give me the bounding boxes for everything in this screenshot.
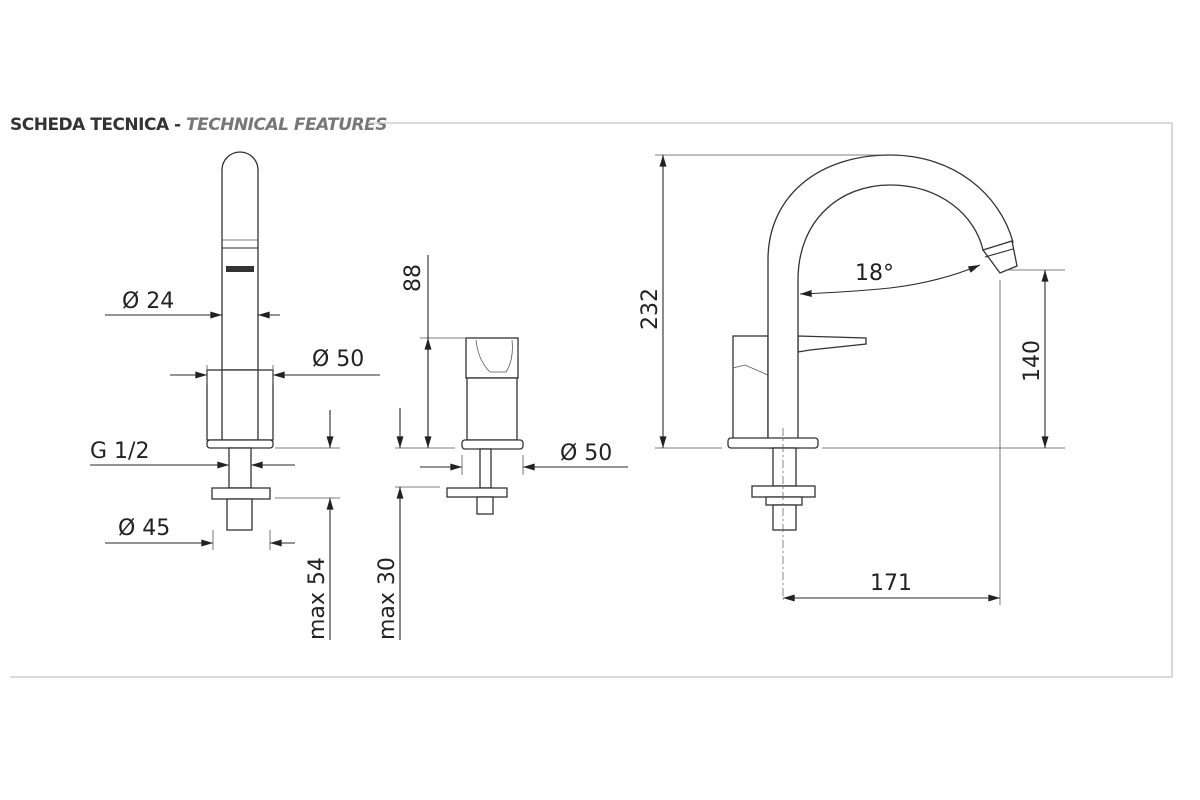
side-view: 232 18° 140 171 (638, 154, 1065, 605)
dim-outlet-height: 140 (1020, 340, 1045, 382)
dim-mixer-max-thickness: max 30 (375, 557, 400, 640)
dim-body-diameter: Ø 50 (312, 347, 364, 372)
frame-border (10, 122, 1173, 678)
dim-thread: G 1/2 (90, 439, 149, 464)
dim-mixer-height: 88 (401, 264, 426, 292)
dim-mixer-diameter: Ø 50 (560, 441, 612, 466)
header-title: SCHEDA TECNICA - TECHNICAL FEATURES (10, 115, 387, 135)
front-view: Ø 24 Ø 50 G 1/2 Ø 45 max 54 (90, 151, 380, 640)
dim-base-diameter: Ø 45 (118, 516, 170, 541)
dim-spout-diameter: Ø 24 (122, 289, 174, 314)
dim-angle: 18° (855, 261, 894, 286)
dim-total-height: 232 (638, 288, 663, 330)
dim-reach: 171 (870, 571, 912, 596)
mixer-view: 88 Ø 50 max 30 (375, 255, 628, 640)
dim-max-thickness: max 54 (305, 557, 330, 640)
